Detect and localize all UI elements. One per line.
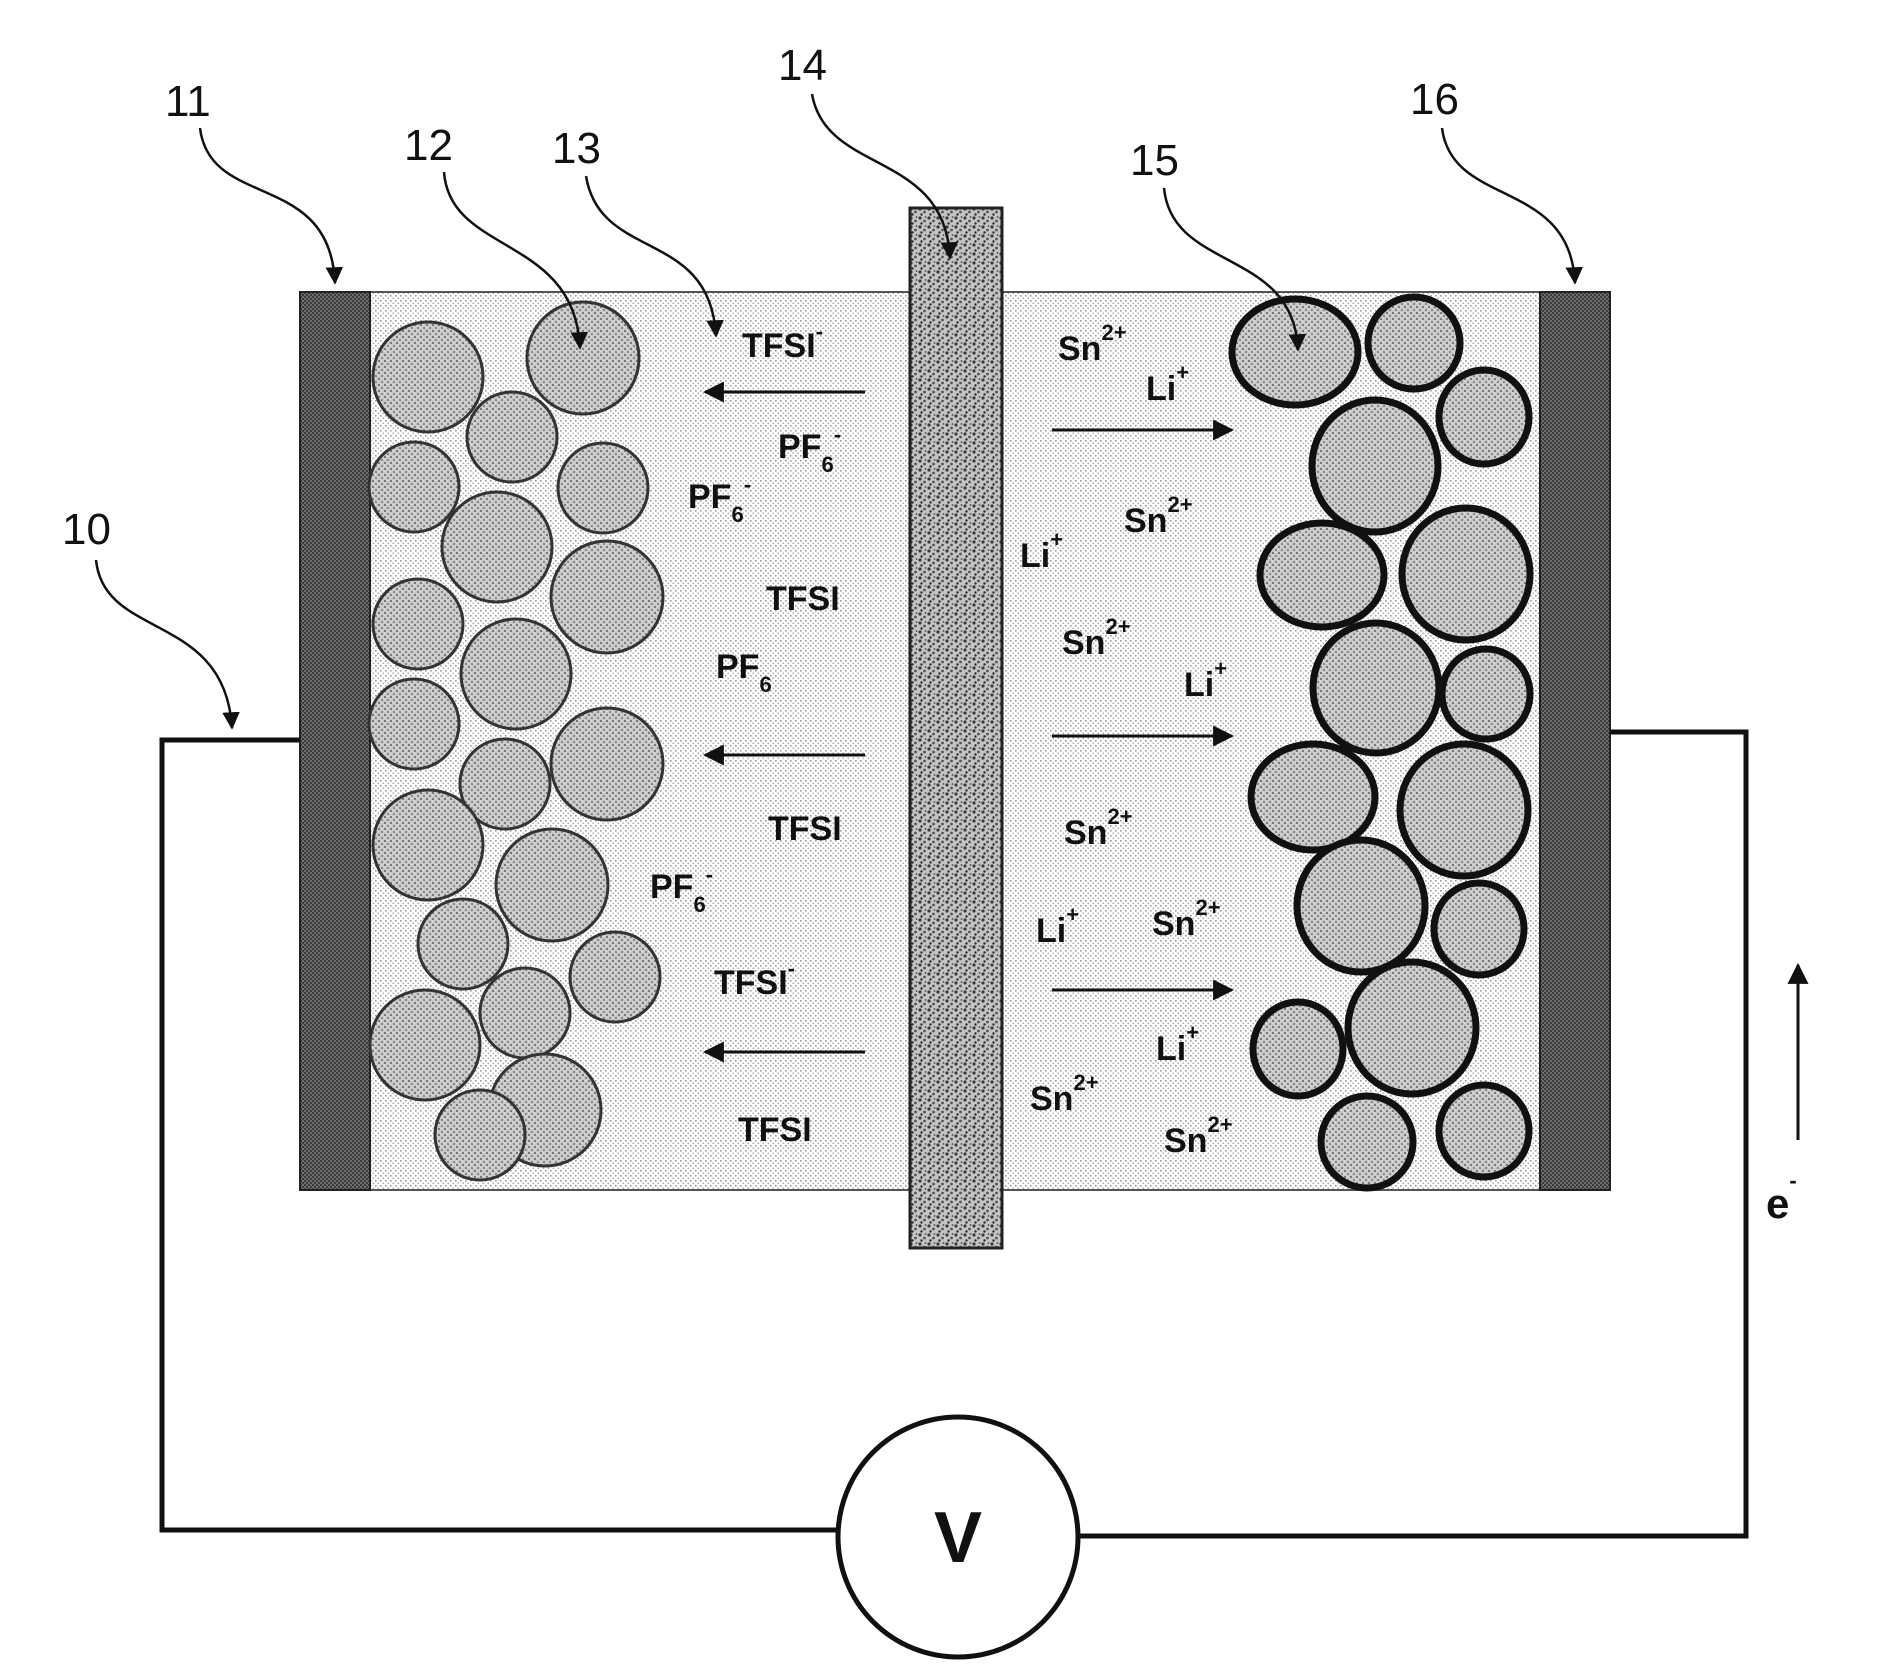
- ref-numeral-16: 16: [1410, 75, 1459, 124]
- left-particle: [467, 392, 557, 482]
- right-particle: [1439, 1085, 1529, 1177]
- right-particle: [1297, 840, 1425, 972]
- right-particle: [1402, 508, 1530, 640]
- right-particle: [1348, 962, 1476, 1094]
- right-particle: [1251, 744, 1375, 850]
- left-particle: [570, 932, 660, 1022]
- right-particle: [1260, 523, 1384, 627]
- right-current-collector: [1540, 292, 1610, 1190]
- leader-11: [200, 128, 335, 283]
- left-particle: [496, 829, 608, 941]
- voltmeter-label: V: [934, 1498, 982, 1578]
- ion-label: TFSI: [766, 580, 840, 618]
- left-current-collector: [300, 292, 370, 1190]
- ref-numeral-10: 10: [62, 505, 111, 554]
- left-particle: [442, 492, 552, 602]
- ion-label: TFSI: [768, 810, 842, 848]
- ion-label: TFSI: [738, 1111, 812, 1149]
- left-particle: [373, 579, 463, 669]
- left-particle: [373, 790, 483, 900]
- right-particle: [1253, 1002, 1343, 1096]
- left-particle: [558, 443, 648, 533]
- left-particle: [373, 322, 483, 432]
- left-particle: [435, 1090, 525, 1180]
- right-particle: [1439, 370, 1529, 464]
- left-particle: [480, 968, 570, 1058]
- ref-numeral-15: 15: [1130, 136, 1179, 185]
- electron-flow: e-: [1766, 965, 1798, 1227]
- right-particle: [1434, 883, 1524, 975]
- left-particle: [370, 990, 480, 1100]
- separator: [910, 208, 1002, 1248]
- right-particle: [1321, 1096, 1413, 1188]
- right-particle: [1312, 400, 1438, 532]
- right-particle: [1232, 299, 1358, 405]
- leader-10: [96, 560, 232, 728]
- right-particle: [1400, 744, 1528, 876]
- left-particle: [527, 302, 639, 414]
- ref-numeral-14: 14: [778, 41, 827, 90]
- right-particle: [1313, 623, 1439, 753]
- left-particle: [418, 899, 508, 989]
- right-particle: [1442, 649, 1530, 739]
- electron-label: e-: [1766, 1168, 1797, 1227]
- left-particle: [551, 708, 663, 820]
- left-particle: [461, 619, 571, 729]
- leader-16: [1442, 128, 1575, 283]
- right-particle: [1368, 297, 1460, 389]
- ref-numeral-12: 12: [404, 121, 453, 170]
- left-particle: [369, 679, 459, 769]
- left-particle: [369, 442, 459, 532]
- ref-numeral-13: 13: [552, 124, 601, 173]
- ref-numeral-11: 11: [165, 77, 211, 126]
- left-particle: [551, 541, 663, 653]
